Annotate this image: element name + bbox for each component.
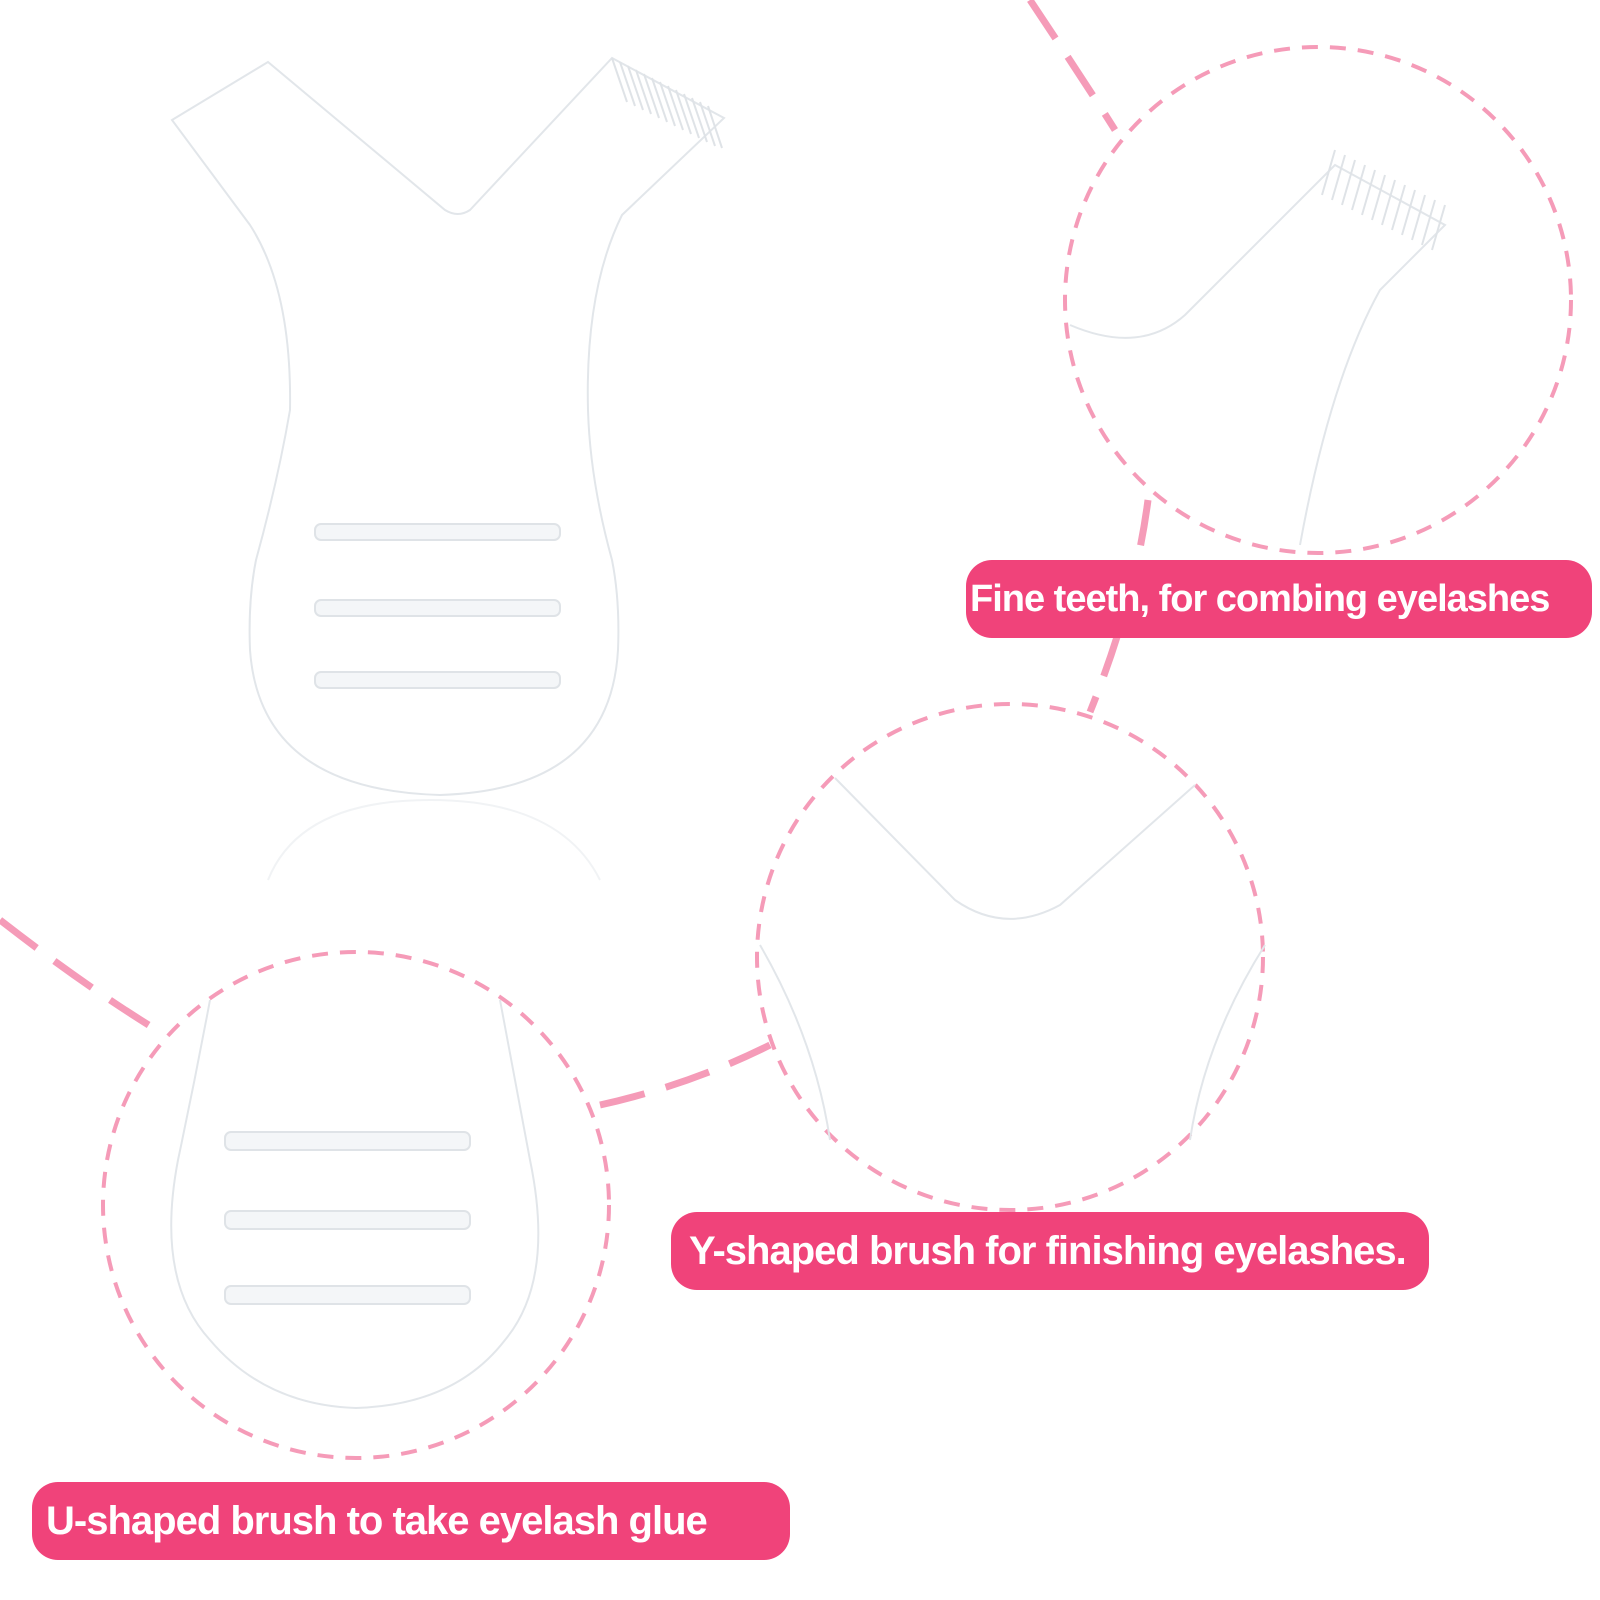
- lash-lift-tool: [170, 56, 726, 881]
- label-y-shaped-brush: Y-shaped brush for finishing eyelashes.: [671, 1212, 1429, 1290]
- tool-body: [170, 56, 726, 797]
- zoom-slot: [224, 1210, 471, 1230]
- tool-slot: [314, 599, 561, 617]
- connector-lines: [0, 0, 1152, 1109]
- zoom-tool-edge: [1069, 163, 1447, 546]
- connector-center: [599, 1041, 772, 1109]
- tool-reflection: [267, 798, 601, 881]
- zoom-circle-u-shaped: [101, 950, 611, 1460]
- zoom-y-edge: [759, 944, 831, 1141]
- zoom-slot: [224, 1285, 471, 1305]
- zoom-comb-teeth: [1321, 149, 1446, 251]
- tool-slot: [314, 523, 561, 541]
- label-u-shaped-brush: U-shaped brush to take eyelash glue: [32, 1482, 790, 1560]
- label-fine-teeth: Fine teeth, for combing eyelashes: [966, 560, 1592, 638]
- zoom-circle-fine-teeth: [1063, 45, 1573, 555]
- connector-bottom-left: [0, 917, 167, 1039]
- tool-slot: [314, 671, 561, 689]
- zoom-y-edge: [834, 777, 1196, 920]
- zoom-u-edge: [170, 999, 540, 1410]
- tool-comb-teeth: [611, 57, 723, 149]
- zoom-circle-y-shaped: [755, 702, 1266, 1212]
- zoom-slot: [224, 1131, 471, 1151]
- zoom-y-edge: [1189, 944, 1266, 1141]
- connector-top-right: [1027, 0, 1118, 132]
